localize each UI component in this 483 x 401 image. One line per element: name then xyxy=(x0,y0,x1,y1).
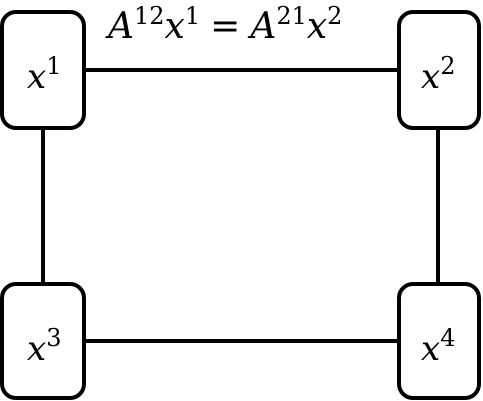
node-x2-label: x2 xyxy=(421,52,455,97)
node-x3: x3 xyxy=(0,282,86,400)
node-x1-label: x1 xyxy=(27,52,61,97)
node-x4-label: x4 xyxy=(421,324,455,369)
node-x3-label: x3 xyxy=(27,324,61,369)
node-x1: x1 xyxy=(0,10,86,130)
edge-equation-label: A12x1=A21x2 xyxy=(105,2,342,47)
node-x2: x2 xyxy=(397,10,481,130)
node-x4: x4 xyxy=(397,282,481,400)
